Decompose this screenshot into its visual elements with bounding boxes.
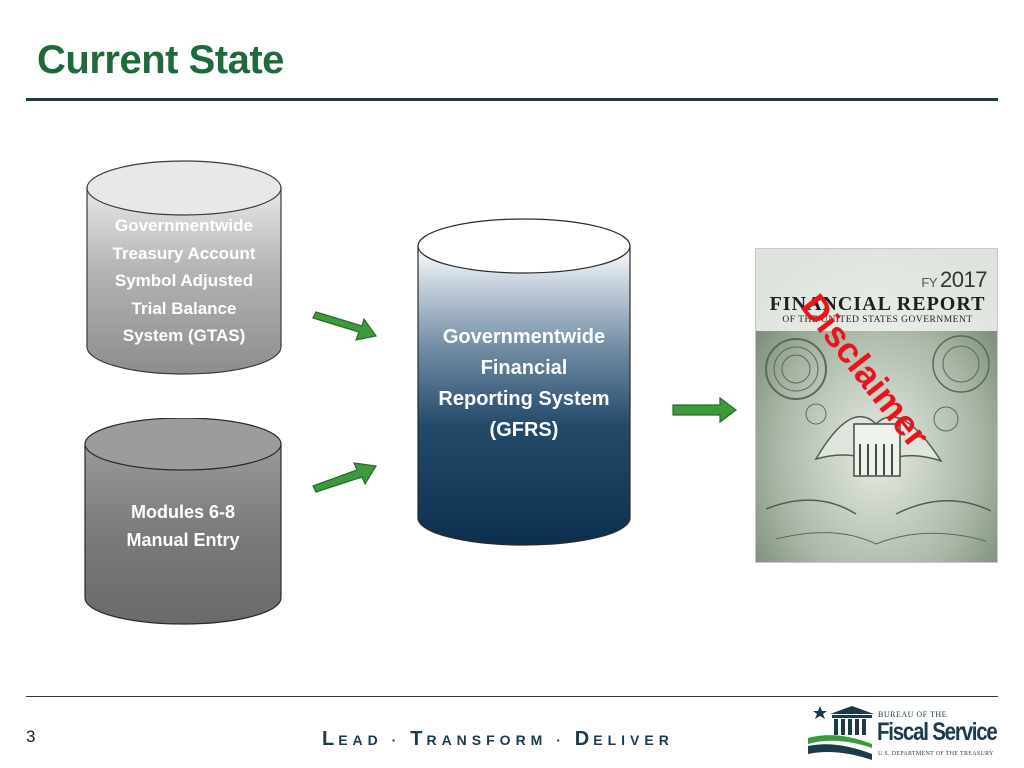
tagline-separator: · — [547, 732, 575, 748]
manual-entry-label-line: Manual Entry — [126, 530, 240, 550]
tagline-separator: · — [382, 732, 411, 748]
manual-entry-cylinder: Modules 6-8 Manual Entry — [84, 418, 282, 626]
manual-entry-label: Modules 6-8 Manual Entry — [84, 498, 282, 554]
tagline-rest: ELIVER — [593, 732, 674, 748]
tagline-rest: RANSFORM — [426, 732, 548, 748]
logo-department-text: U.S. DEPARTMENT OF THE TREASURY — [878, 751, 994, 757]
slide-title: Current State — [37, 38, 284, 82]
report-subtitle: OF THE UNITED STATES GOVERNMENT — [782, 315, 973, 325]
gfrs-label-line: (GFRS) — [489, 419, 559, 441]
report-fy-label: FY — [921, 275, 938, 290]
cylinder-shape — [86, 160, 282, 375]
gtas-cylinder: Governmentwide Treasury Account Symbol A… — [86, 160, 282, 375]
footer-tagline: LEAD · TRANSFORM · DELIVER — [322, 728, 674, 751]
gfrs-label-line: Governmentwide — [442, 326, 606, 348]
tagline-cap: L — [322, 728, 339, 750]
tagline-cap: D — [574, 728, 594, 750]
gtas-label-line: System (GTAS) — [122, 326, 246, 345]
gfrs-label: Governmentwide Financial Reporting Syste… — [417, 322, 631, 446]
footer-divider — [26, 696, 998, 697]
arrow-manual-to-gfrs — [312, 462, 377, 493]
gtas-label-line: Treasury Account — [112, 243, 256, 263]
fiscal-service-logo: BUREAU OF THE Fiscal Service U.S. DEPART… — [806, 700, 1006, 762]
title-divider — [26, 98, 998, 101]
arrow-gtas-to-gfrs — [312, 311, 378, 341]
logo-name-text: Fiscal Service — [877, 718, 998, 746]
report-year: 2017 — [940, 267, 987, 292]
logo-bureau-text: BUREAU OF THE — [878, 710, 948, 719]
tagline-rest: EAD — [338, 732, 383, 748]
report-engraving — [756, 249, 997, 562]
arrow-gfrs-to-report — [672, 396, 737, 424]
gtas-label: Governmentwide Treasury Account Symbol A… — [86, 212, 282, 350]
manual-entry-label-line: Modules 6-8 — [130, 502, 236, 522]
page-number: 3 — [26, 727, 36, 746]
gfrs-label-line: Reporting System — [438, 388, 610, 410]
cylinder-shape — [84, 418, 282, 625]
gfrs-label-line: Financial — [480, 357, 568, 379]
treasury-building-icon — [808, 706, 874, 760]
gtas-label-line: Governmentwide — [115, 216, 253, 235]
gfrs-cylinder: Governmentwide Financial Reporting Syste… — [417, 218, 631, 546]
tagline-cap: T — [410, 728, 427, 750]
cylinder-shape — [417, 218, 631, 546]
gtas-label-line: Trial Balance — [131, 298, 237, 318]
report-title: FINANCIAL REPORT — [769, 293, 986, 315]
gtas-label-line: Symbol Adjusted — [114, 271, 254, 290]
